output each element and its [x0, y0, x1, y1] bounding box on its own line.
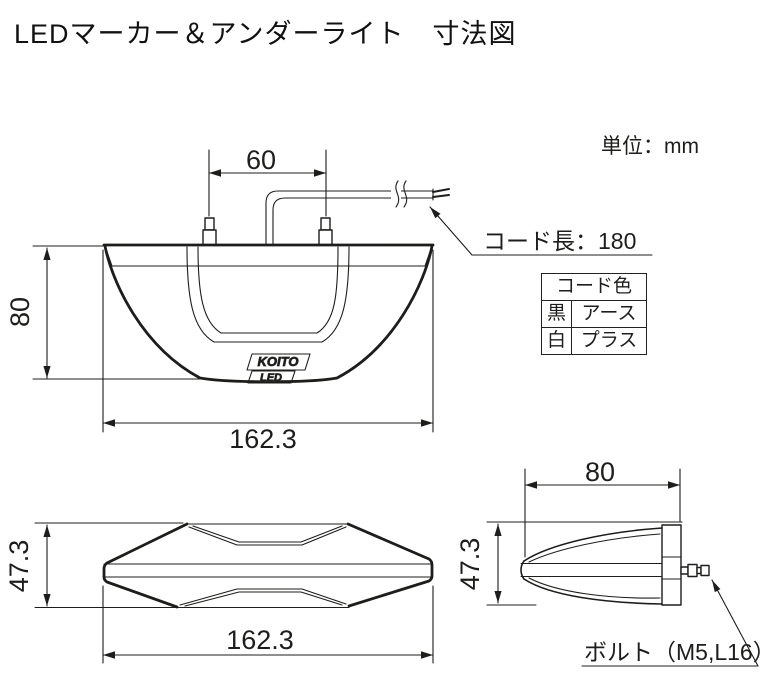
cord-color-cell: 白: [542, 328, 572, 354]
dimension-bolt-spacing: 60: [208, 145, 327, 217]
power-cord: [265, 180, 450, 246]
top-view: 47.3 162.3: [4, 522, 434, 664]
mount-bolt-left: [202, 217, 217, 246]
unit-label: 単位：mm: [601, 135, 699, 158]
dimension-front-height: 80: [5, 245, 204, 380]
cord-polarity-cell: プラス: [580, 330, 638, 351]
cord-color-cell: 黒: [542, 301, 572, 327]
cord-table-header: コード色: [542, 274, 646, 301]
dim-value-80-side: 80: [585, 457, 615, 487]
dimension-top-height: 47.3: [4, 522, 184, 609]
rear-bolt: [680, 563, 710, 578]
dim-value-47-3-top: 47.3: [4, 540, 34, 593]
table-row: 黒 アース: [542, 301, 646, 327]
koito-led-logo: KOITO LED: [246, 353, 311, 384]
dim-value-162-3: 162.3: [229, 424, 297, 454]
table-row: 白 プラス: [542, 327, 646, 354]
dimension-side-height: 47.3: [455, 521, 683, 606]
dim-value-80: 80: [5, 297, 35, 327]
front-view: KOITO LED 60 80: [5, 145, 653, 454]
side-view: 80 47.3 ボルト（M5,L16）: [455, 457, 767, 667]
cord-length-callout: コード長：180: [429, 206, 653, 256]
logo-text-koito: KOITO: [258, 354, 299, 369]
cord-color-table: コード色 黒 アース 白 プラス: [541, 273, 647, 355]
dimension-top-width: 162.3: [102, 585, 434, 664]
logo-text-led: LED: [260, 372, 282, 384]
dim-value-60: 60: [246, 145, 276, 175]
dimension-front-width: 162.3: [102, 249, 434, 454]
lamp-body-front: [102, 243, 435, 384]
dim-value-162-3-top: 162.3: [226, 625, 294, 655]
dimension-side-depth: 80: [524, 457, 681, 558]
bolt-label: ボルト（M5,L16）: [584, 639, 767, 665]
cord-polarity-cell: アース: [581, 303, 637, 324]
cord-length-label: コード長：180: [483, 228, 636, 254]
dim-value-47-3-side: 47.3: [455, 538, 485, 591]
mount-bolt-right: [318, 217, 333, 246]
page-title: LEDマーカー＆アンダーライト 寸法図: [14, 19, 517, 49]
bolt-callout: ボルト（M5,L16）: [581, 579, 767, 667]
lamp-body-top: [102, 522, 434, 609]
lamp-body-side: [520, 524, 682, 606]
